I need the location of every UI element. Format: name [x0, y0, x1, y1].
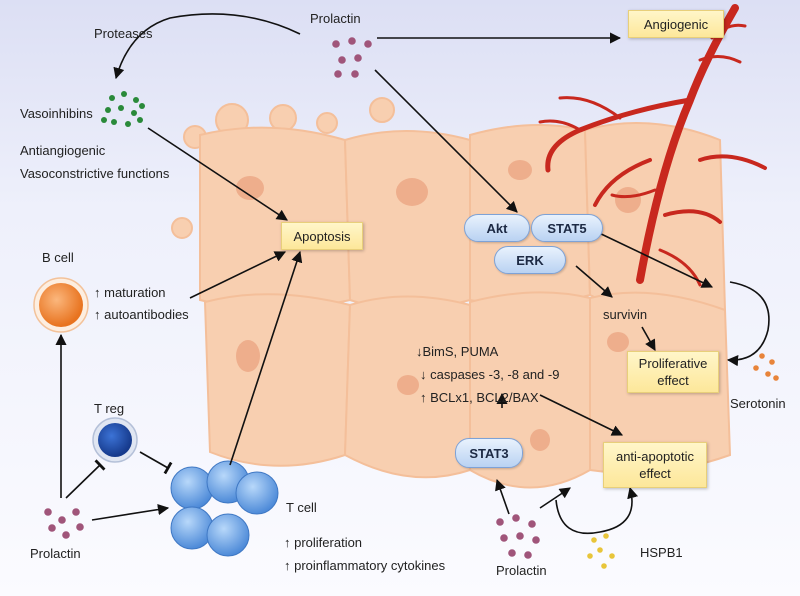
tissue-cells — [171, 97, 732, 489]
serotonin-label: Serotonin — [730, 396, 786, 411]
erk-pill: ERK — [494, 246, 566, 274]
t-reg-label: T reg — [94, 401, 125, 416]
vasoinhibin-dots — [101, 91, 145, 127]
stat5-text: STAT5 — [547, 220, 587, 236]
caspases-label: ↓ caspases -3, -8 and -9 — [420, 367, 560, 382]
stat3-text: STAT3 — [469, 445, 509, 461]
hspb1-dots — [587, 533, 615, 569]
maturation-label: ↑ maturation — [94, 285, 166, 300]
anti-apoptotic-text-line2: effect — [639, 466, 671, 481]
vasoconstrictive-label: Vasoconstrictive functions — [20, 166, 170, 181]
proliferative-text-line1: Proliferative — [638, 356, 708, 371]
stat3-pill: STAT3 — [455, 438, 523, 468]
prolactin-bottom-label: Prolactin — [496, 563, 547, 578]
b-cell — [33, 277, 89, 333]
bcl-label: ↑ BCLx1, BCL2/BAX — [420, 390, 539, 405]
nuclei — [236, 160, 641, 451]
vasoinhibins-label: Vasoinhibins — [20, 106, 93, 121]
proliferative-effect-box: Proliferative effect — [627, 351, 719, 393]
hspb1-label: HSPB1 — [640, 545, 683, 560]
angiogenic-text: Angiogenic — [643, 16, 709, 32]
anti-apoptotic-text-line1: anti-apoptotic — [615, 449, 695, 464]
akt-text: Akt — [486, 220, 508, 236]
apoptosis-box: Apoptosis — [281, 222, 363, 250]
erk-text: ERK — [516, 252, 544, 268]
angiogenic-box: Angiogenic — [628, 10, 724, 38]
apoptosis-text: Apoptosis — [293, 228, 351, 244]
serotonin-dots — [753, 353, 779, 381]
anti-apoptotic-effect-box: anti-apoptotic effect — [603, 442, 707, 488]
t-cell-label: T cell — [286, 500, 317, 515]
b-cell-label: B cell — [42, 250, 74, 265]
prolactin-dots-top — [332, 37, 372, 78]
arrows — [55, 13, 770, 534]
t-reg-cell — [92, 417, 138, 463]
proliferation-label: ↑ proliferation — [284, 535, 363, 550]
prolactin-left-label: Prolactin — [30, 546, 81, 561]
prolactin-dots-left — [44, 508, 84, 539]
blood-vessel — [538, 4, 767, 287]
akt-pill: Akt — [464, 214, 530, 242]
proliferative-text-line2: effect — [657, 373, 689, 388]
t-cell-cluster — [170, 460, 279, 557]
proinflammatory-label: ↑ proinflammatory cytokines — [284, 558, 446, 573]
prolactin-top-label: Prolactin — [310, 11, 361, 26]
bims-puma-label: ↓BimS, PUMA — [416, 344, 499, 359]
survivin-label: survivin — [603, 307, 648, 322]
proteases-label: Proteases — [94, 26, 153, 41]
prolactin-dots-bottom — [496, 514, 540, 559]
stat5-pill: STAT5 — [531, 214, 603, 242]
antiangiogenic-label: Antiangiogenic — [20, 143, 106, 158]
autoantibodies-label: ↑ autoantibodies — [94, 307, 189, 322]
